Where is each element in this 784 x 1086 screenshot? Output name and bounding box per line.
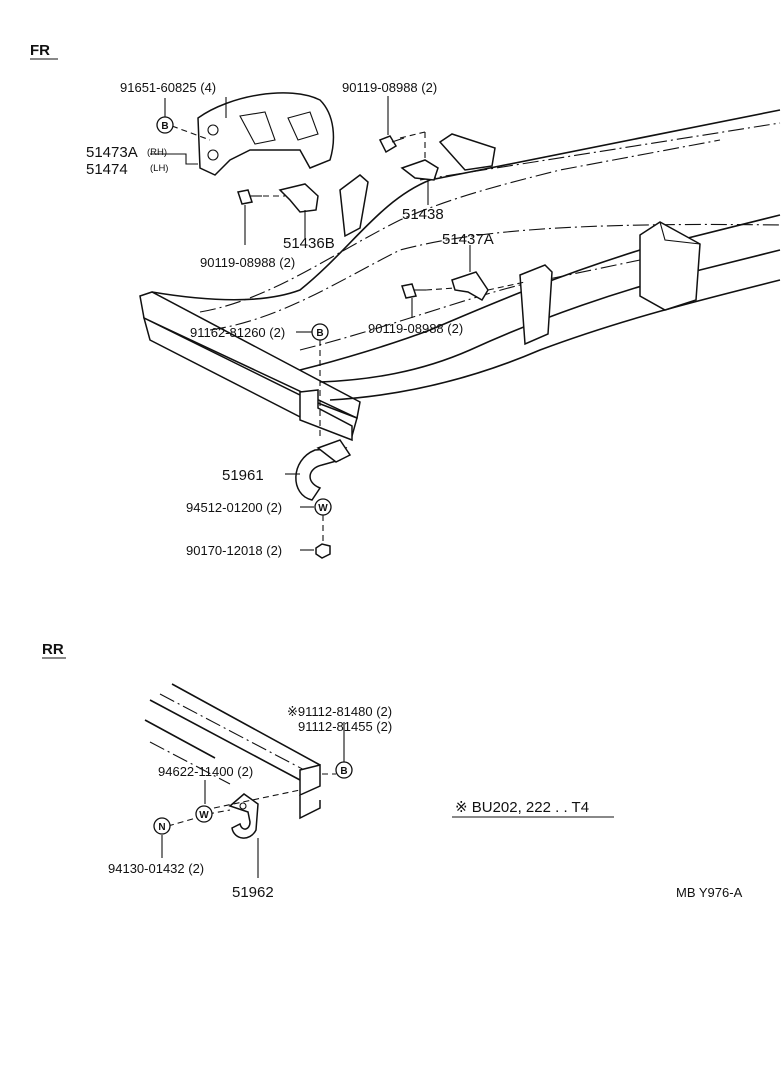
label-90119-08988-right: 90119-08988 (2) xyxy=(368,321,463,336)
section-label-front: FR xyxy=(30,42,50,59)
label-rh: (RH) xyxy=(147,147,167,158)
label-91162-81260: 91162-81260 (2) xyxy=(190,325,285,340)
label-90170-12018: 90170-12018 (2) xyxy=(186,543,282,558)
front-nut-90170 xyxy=(315,543,331,559)
label-94622-11400: 94622-11400 (2) xyxy=(158,764,253,779)
label-51436b: 51436B xyxy=(283,235,335,252)
svg-text:B: B xyxy=(316,328,323,339)
svg-text:N: N xyxy=(158,822,165,833)
label-51437a: 51437A xyxy=(442,231,494,248)
figure-code: MB Y976-A xyxy=(676,885,743,900)
label-91112-81480: ※91112-81480 (2) xyxy=(287,704,392,719)
svg-text:B: B xyxy=(161,121,168,132)
section-label-rear: RR xyxy=(42,641,64,658)
label-94512-01200: 94512-01200 (2) xyxy=(186,500,282,515)
label-51962: 51962 xyxy=(232,884,274,901)
bolt-90119-right xyxy=(401,283,426,299)
badge-w-94512: W xyxy=(314,498,332,516)
rear-frame-rail xyxy=(144,683,321,820)
bracket-51438 xyxy=(400,159,439,181)
bolt-90119-left xyxy=(237,189,262,205)
label-90119-08988-top: 90119-08988 (2) xyxy=(342,80,437,95)
bracket-51436b xyxy=(278,183,319,213)
front-leader-lines xyxy=(150,96,526,551)
label-91112-81455: 91112-81455 (2) xyxy=(298,719,392,734)
bracket-51437a xyxy=(451,271,489,302)
rear-leader-lines xyxy=(161,722,345,878)
label-51473a: 51473A xyxy=(86,144,138,161)
label-94130-01432: 94130-01432 (2) xyxy=(108,861,204,876)
front-tow-hook-51961 xyxy=(295,439,352,501)
rear-tow-hook-51962 xyxy=(228,793,259,839)
bracket-51473a-51474 xyxy=(197,92,335,176)
label-51474: 51474 xyxy=(86,161,128,178)
front-frame-rail xyxy=(139,109,781,442)
label-91651-60825: 91651-60825 (4) xyxy=(120,80,216,95)
bolt-90119-top xyxy=(378,135,405,154)
label-51438: 51438 xyxy=(402,206,444,223)
badge-b-91162: B xyxy=(311,323,329,341)
badge-n-94130: N xyxy=(153,817,171,835)
svg-text:B: B xyxy=(340,766,347,777)
badge-b-91651: B xyxy=(156,116,174,134)
badge-b-91112: B xyxy=(335,761,353,779)
label-51961: 51961 xyxy=(222,467,264,484)
label-lh: (LH) xyxy=(150,163,168,174)
svg-text:W: W xyxy=(318,503,328,514)
svg-text:W: W xyxy=(199,810,209,821)
badge-w-94622: W xyxy=(195,805,213,823)
label-90119-08988-left: 90119-08988 (2) xyxy=(200,255,295,270)
applicability-note: ※ BU202, 222 . . T4 xyxy=(455,799,589,816)
